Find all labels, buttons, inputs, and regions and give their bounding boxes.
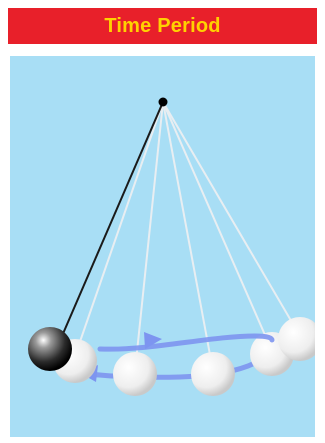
- ghost-bob-2: [113, 352, 157, 396]
- title-banner: Time Period: [8, 8, 317, 44]
- page-title: Time Period: [104, 15, 220, 38]
- pendulum-bob: [28, 327, 72, 371]
- diagram-canvas: [10, 56, 315, 437]
- pivot-point: [159, 98, 168, 107]
- conical-pendulum-diagram: [10, 56, 315, 437]
- ghost-bob-3: [191, 352, 235, 396]
